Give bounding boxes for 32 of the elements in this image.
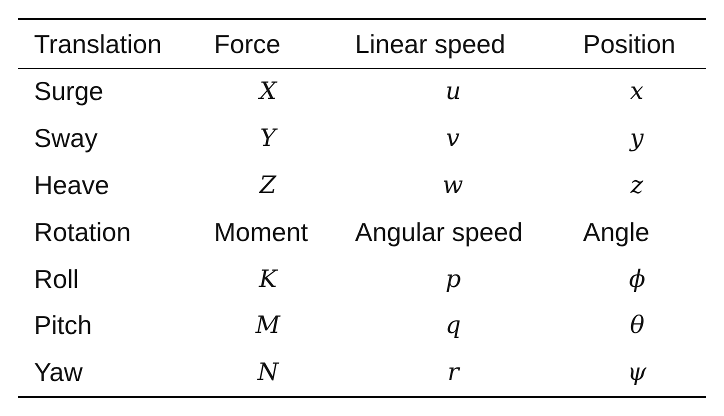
row-label: Pitch <box>34 310 92 340</box>
math-symbol: z <box>630 170 644 200</box>
math-symbol: u <box>446 76 461 106</box>
row-label: Yaw <box>34 357 83 387</box>
math-symbol: y <box>630 123 644 153</box>
math-symbol: ψ <box>628 357 646 387</box>
column-header: Position <box>583 29 676 59</box>
math-symbol: X <box>260 76 277 106</box>
math-symbol: v <box>446 123 460 153</box>
row-label: Surge <box>34 76 104 106</box>
math-symbol: w <box>442 170 464 200</box>
math-symbol: M <box>256 310 280 340</box>
math-symbol: θ <box>630 310 644 340</box>
column-header: Force <box>214 29 280 59</box>
row-label: Heave <box>34 170 110 200</box>
row-label: Sway <box>34 123 98 153</box>
math-symbol: N <box>258 357 278 387</box>
section-header: Angular speed <box>355 217 523 247</box>
math-symbol: ϕ <box>629 264 646 294</box>
math-symbol: Z <box>260 170 276 200</box>
row-label: Roll <box>34 264 79 294</box>
column-header: Translation <box>34 29 162 59</box>
column-header: Linear speed <box>355 29 506 59</box>
math-symbol: r <box>448 357 459 387</box>
section-header: Rotation <box>34 217 131 247</box>
math-symbol: q <box>446 310 461 340</box>
math-symbol: Y <box>260 123 276 153</box>
math-symbol: x <box>630 76 644 106</box>
math-symbol: p <box>446 264 461 294</box>
section-header: Angle <box>583 217 650 247</box>
section-header: Moment <box>214 217 308 247</box>
math-symbol: K <box>259 264 277 294</box>
